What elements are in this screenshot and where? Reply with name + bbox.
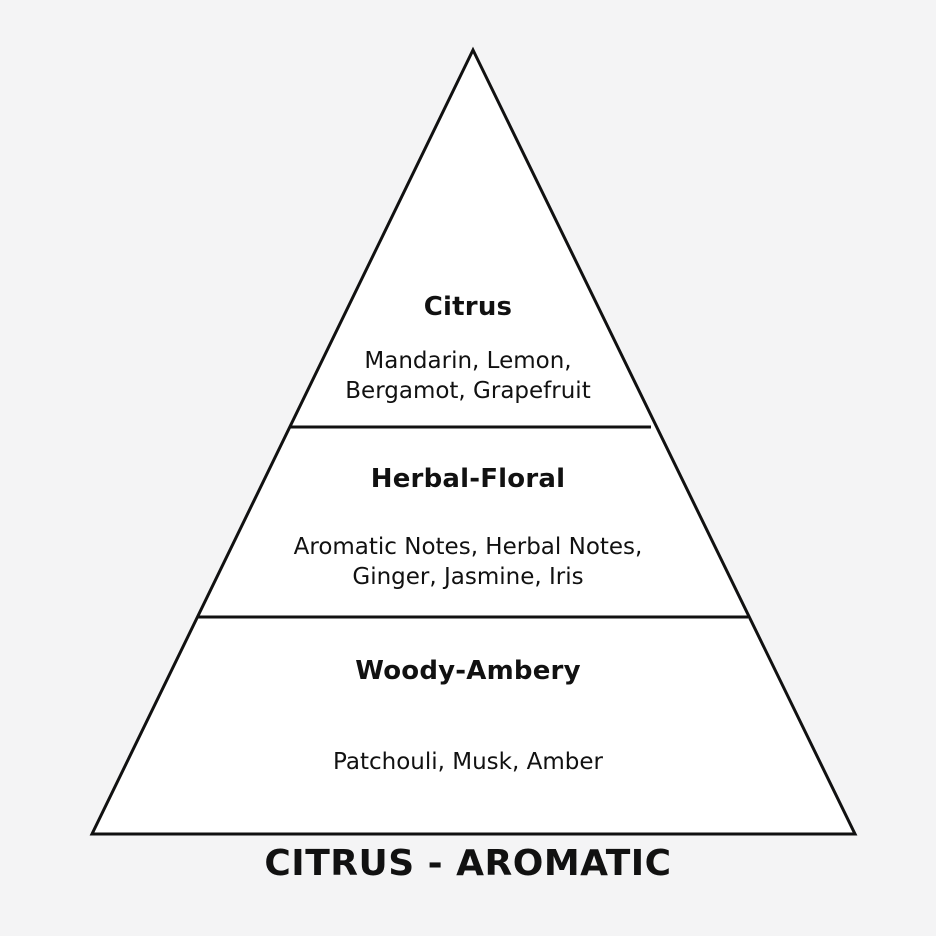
tier-top-title: Citrus	[423, 292, 513, 322]
pyramid-outline	[89, 46, 858, 836]
fragrance-family-caption: CITRUS - AROMATIC	[264, 843, 672, 884]
tier-middle-notes: Aromatic Notes, Herbal Notes, Ginger, Ja…	[293, 534, 643, 590]
tier-base-title: Woody-Ambery	[355, 656, 581, 686]
tier-middle-title: Herbal-Floral	[370, 464, 566, 494]
tier-top-notes: Mandarin, Lemon, Bergamot, Grapefruit	[345, 348, 591, 404]
tier-base-notes: Patchouli, Musk, Amber	[333, 749, 603, 775]
